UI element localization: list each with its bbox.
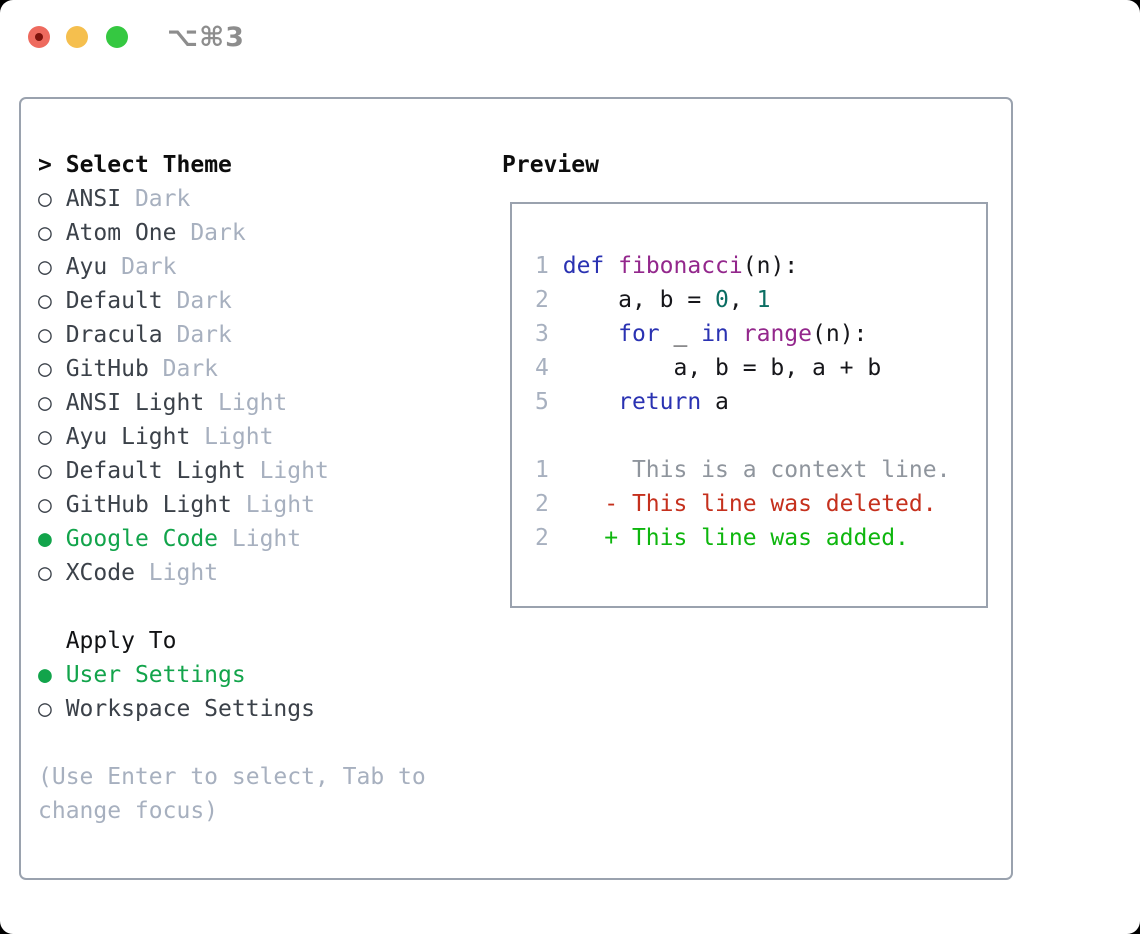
theme-variant: Dark (162, 322, 232, 348)
theme-name: Ayu Light (65, 424, 191, 450)
theme-name: Dracula (65, 322, 163, 348)
code-line: 3 for _ in range(n): (535, 321, 868, 347)
theme-variant: Light (218, 526, 302, 552)
selection-cursor-icon: > (38, 152, 52, 178)
theme-name: Atom One (65, 220, 177, 246)
theme-option[interactable]: ○ Default Light Light (38, 454, 442, 488)
theme-variant: Light (204, 390, 288, 416)
radio-marker-icon: ○ (38, 288, 66, 314)
theme-list: ○ ANSI Dark○ Atom One Dark○ Ayu Dark○ De… (38, 182, 442, 590)
minimize-button[interactable] (66, 26, 88, 48)
theme-variant: Dark (148, 356, 219, 382)
preview-title: Preview (502, 152, 599, 178)
close-button[interactable] (28, 26, 50, 48)
window-title: ⌥⌘3 (167, 22, 245, 53)
code-line: 5 return a (535, 389, 729, 415)
theme-name: Ayu (65, 254, 108, 280)
theme-variant: Light (245, 458, 329, 484)
theme-variant: Light (134, 560, 219, 586)
theme-name: Default (65, 288, 163, 314)
theme-option[interactable]: ○ GitHub Dark (38, 352, 442, 386)
radio-marker-icon: ○ (38, 424, 66, 450)
apply-to-title: Apply To (65, 628, 177, 654)
radio-marker-icon: ● (38, 662, 66, 688)
code-line: 2 - This line was deleted. (535, 491, 937, 517)
theme-variant: Dark (121, 186, 191, 212)
radio-marker-icon: ○ (38, 390, 66, 416)
theme-option[interactable]: ○ ANSI Light Light (38, 386, 442, 420)
apply-option-label: Workspace Settings (65, 696, 315, 722)
radio-marker-icon: ○ (38, 220, 66, 246)
theme-name: Google Code (65, 526, 219, 552)
theme-name: GitHub Light (65, 492, 232, 518)
code-line: 1 def fibonacci(n): (535, 253, 799, 279)
radio-marker-icon: ○ (38, 560, 66, 586)
theme-option[interactable]: ○ Dracula Dark (38, 318, 442, 352)
select-theme-title: Select Theme (65, 152, 232, 178)
radio-marker-icon: ○ (38, 696, 66, 722)
select-theme-header: > Select Theme (38, 148, 442, 182)
radio-marker-icon: ○ (38, 322, 66, 348)
theme-variant: Dark (162, 288, 232, 314)
theme-selector: > Select Theme ○ ANSI Dark○ Atom One Dar… (38, 148, 442, 828)
code-line: 2 a, b = 0, 1 (535, 287, 771, 313)
preview-code-box: 1 def fibonacci(n): 2 a, b = 0, 1 3 for _ … (510, 202, 988, 608)
hint-text: (Use Enter to select, Tab to change focu… (38, 764, 426, 824)
radio-marker-icon: ● (38, 526, 66, 552)
radio-marker-icon: ○ (38, 356, 66, 382)
theme-variant: Dark (176, 220, 246, 246)
theme-variant: Dark (107, 254, 177, 280)
theme-picker-panel: > Select Theme ○ ANSI Dark○ Atom One Dar… (19, 97, 1013, 880)
radio-marker-icon: ○ (38, 254, 66, 280)
theme-option[interactable]: ● Google Code Light (38, 522, 442, 556)
theme-variant: Light (231, 492, 315, 518)
radio-marker-icon: ○ (38, 458, 66, 484)
zoom-button[interactable] (106, 26, 128, 48)
apply-to-section: Apply To ● User Settings○ Workspace Sett… (38, 624, 442, 726)
theme-option[interactable]: ○ XCode Light (38, 556, 442, 590)
code-line-blank (535, 419, 986, 453)
theme-name: GitHub (65, 356, 149, 382)
code-line: 4 a, b = b, a + b (535, 355, 882, 381)
theme-option[interactable]: ○ Atom One Dark (38, 216, 442, 250)
theme-option[interactable]: ○ Ayu Light Light (38, 420, 442, 454)
apply-option-label: User Settings (65, 662, 246, 688)
apply-to-header: Apply To (38, 624, 442, 658)
apply-option[interactable]: ● User Settings (38, 658, 442, 692)
theme-name: ANSI (65, 186, 122, 212)
apply-to-list: ● User Settings○ Workspace Settings (38, 658, 442, 726)
code-line: 1 This is a context line. (535, 457, 951, 483)
theme-option[interactable]: ○ Default Dark (38, 284, 442, 318)
apply-option[interactable]: ○ Workspace Settings (38, 692, 442, 726)
theme-option[interactable]: ○ Ayu Dark (38, 250, 442, 284)
theme-option[interactable]: ○ GitHub Light Light (38, 488, 442, 522)
theme-variant: Light (190, 424, 274, 450)
radio-marker-icon: ○ (38, 186, 66, 212)
theme-name: ANSI Light (65, 390, 205, 416)
indent-spacer (38, 628, 66, 654)
theme-name: XCode (65, 560, 135, 586)
theme-option[interactable]: ○ ANSI Dark (38, 182, 442, 216)
theme-name: Default Light (65, 458, 246, 484)
code-line: 2 + This line was added. (535, 525, 909, 551)
radio-marker-icon: ○ (38, 492, 66, 518)
unsaved-indicator-icon (35, 33, 43, 41)
